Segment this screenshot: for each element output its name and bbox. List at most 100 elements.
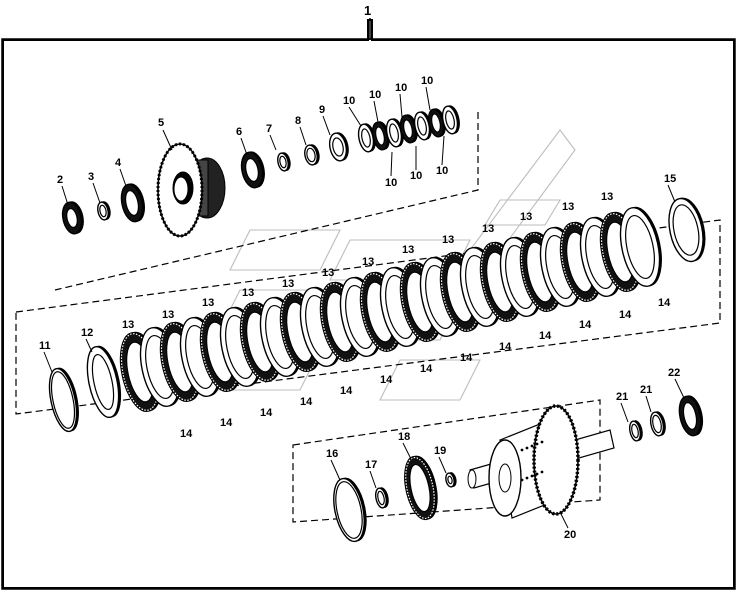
leader-line <box>402 442 412 460</box>
callout-7: 7 <box>266 123 272 135</box>
callout-2: 2 <box>57 174 63 186</box>
leader-line <box>369 470 377 489</box>
ring-9 <box>328 132 349 162</box>
leader-line <box>348 106 362 127</box>
leader-line <box>559 511 569 529</box>
callout-13: 13 <box>520 211 532 223</box>
callout-16: 16 <box>326 448 338 460</box>
clutch-plate-14 <box>619 206 662 288</box>
seal-ring-10-7-bore <box>445 110 455 130</box>
callout-14: 14 <box>539 330 552 342</box>
callout-13: 13 <box>362 256 374 268</box>
snap-ring-17-bore <box>377 490 385 506</box>
callout-22: 22 <box>668 367 680 379</box>
pressure-plate-12-bore <box>91 353 115 411</box>
snap-ring-21-b <box>649 411 666 437</box>
leader-line <box>373 100 379 123</box>
leader-line <box>43 351 53 373</box>
leader-line <box>299 126 307 146</box>
bearing-4-bore <box>124 190 140 216</box>
snap-ring-7 <box>277 152 291 172</box>
callout-17: 17 <box>365 459 377 471</box>
backing-plate-15-bore <box>672 204 700 256</box>
leader-line <box>620 402 629 423</box>
callout-13: 13 <box>122 319 134 331</box>
callout-13: 13 <box>162 309 174 321</box>
snap-ring-11-bore <box>50 371 76 429</box>
leader-line <box>61 185 69 206</box>
snap-ring-7-bore <box>279 155 287 169</box>
callout-20: 20 <box>564 529 576 541</box>
callout-3: 3 <box>88 171 94 183</box>
drum-20-bore <box>498 463 512 493</box>
callout-14: 14 <box>180 428 193 440</box>
washer-8 <box>304 144 320 166</box>
washer-8-bore <box>306 147 316 163</box>
leader-line <box>240 137 248 156</box>
gear-18-teeth <box>405 456 435 520</box>
callout-15: 15 <box>664 173 676 185</box>
bearing-22 <box>678 395 704 437</box>
shaft-20-end <box>467 469 477 489</box>
snap-ring-11 <box>48 367 79 433</box>
callout-10: 10 <box>369 89 381 101</box>
callout-13: 13 <box>322 267 334 279</box>
drum-20-hole <box>525 476 529 480</box>
callout-4: 4 <box>115 157 122 169</box>
callout-14: 14 <box>460 352 473 364</box>
leader-line <box>441 135 445 166</box>
callout-13: 13 <box>282 278 294 290</box>
assembly-label: 1 <box>364 3 371 18</box>
callout-11: 11 <box>39 340 51 352</box>
callout-14: 14 <box>619 309 632 321</box>
callout-10: 10 <box>385 177 397 189</box>
bearing-22-bore <box>682 402 698 430</box>
snap-ring-16-bore <box>335 481 363 539</box>
bearing-6-bore <box>245 157 259 183</box>
callout-10: 10 <box>436 165 448 177</box>
snap-ring-21-a <box>628 420 643 442</box>
bearing-6 <box>240 151 265 189</box>
callout-14: 14 <box>420 363 433 375</box>
callout-10: 10 <box>410 170 422 182</box>
seal-ring-10-1-bore <box>361 128 371 148</box>
drum-20-hole <box>535 442 539 446</box>
parts-layer <box>48 105 706 543</box>
gear-5 <box>156 142 226 238</box>
snap-ring-21-b-bore <box>652 414 662 434</box>
assembly-frame <box>1 18 736 590</box>
drum-20-hole <box>530 474 534 478</box>
leader-line <box>322 115 331 136</box>
dashed-group-bottom <box>292 399 601 523</box>
seal-ring-10-4-bore <box>403 119 413 139</box>
seal-ring-10-3-bore <box>389 123 399 143</box>
leader-line <box>330 459 341 481</box>
leader-line <box>667 184 676 203</box>
drum-20-hole <box>520 478 524 482</box>
callout-12: 12 <box>81 327 93 339</box>
leader-line <box>162 129 173 151</box>
callout-14: 14 <box>220 417 233 429</box>
leader-line <box>674 378 685 399</box>
ring-19-bore <box>447 475 453 485</box>
leader-line <box>438 456 447 474</box>
leader-line <box>85 338 93 353</box>
drum-20-hole <box>525 446 529 450</box>
backing-plate-15 <box>668 197 706 263</box>
callout-13: 13 <box>242 287 254 299</box>
callout-14: 14 <box>499 341 512 353</box>
callout-13: 13 <box>601 191 613 203</box>
callout-14: 14 <box>340 385 353 397</box>
callout-6: 6 <box>236 126 242 138</box>
clutch-drum-20 <box>467 404 615 519</box>
pressure-plate-12 <box>86 345 122 419</box>
callout-18: 18 <box>398 431 410 443</box>
ring-19 <box>445 472 457 488</box>
drum-20-hole <box>535 472 539 476</box>
seal-ring-10-7 <box>441 105 460 135</box>
callout-10: 10 <box>421 75 433 87</box>
callout-14: 14 <box>260 407 273 419</box>
leader-line <box>92 182 101 204</box>
